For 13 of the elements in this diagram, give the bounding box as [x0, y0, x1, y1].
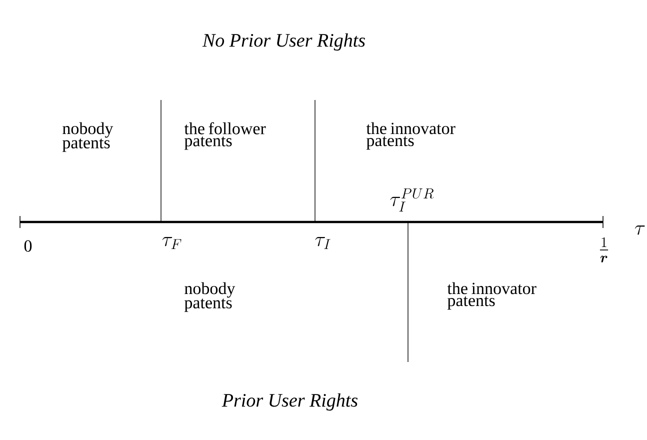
- region-label: nobody patents: [62, 122, 114, 152]
- threshold-label: $\tau_I^{PUR}$: [390, 188, 434, 212]
- region-label: the innovator patents: [366, 122, 456, 150]
- panel-title: Prior User Rights: [222, 393, 358, 411]
- region-label: the innovator patents: [447, 282, 536, 310]
- axis-label: $\tau$: [634, 226, 645, 235]
- threshold-label: $\tau_F$: [162, 236, 182, 250]
- tick-label: $\frac{1}{\boldsymbol{r}}$: [600, 237, 608, 262]
- region-label: nobody patents: [184, 282, 236, 312]
- tick-label: 0: [24, 240, 32, 252]
- region-label: the follower patents: [184, 122, 266, 150]
- panel-title: No Prior User Rights: [202, 33, 365, 51]
- threshold-label: $\tau_I$: [315, 236, 330, 250]
